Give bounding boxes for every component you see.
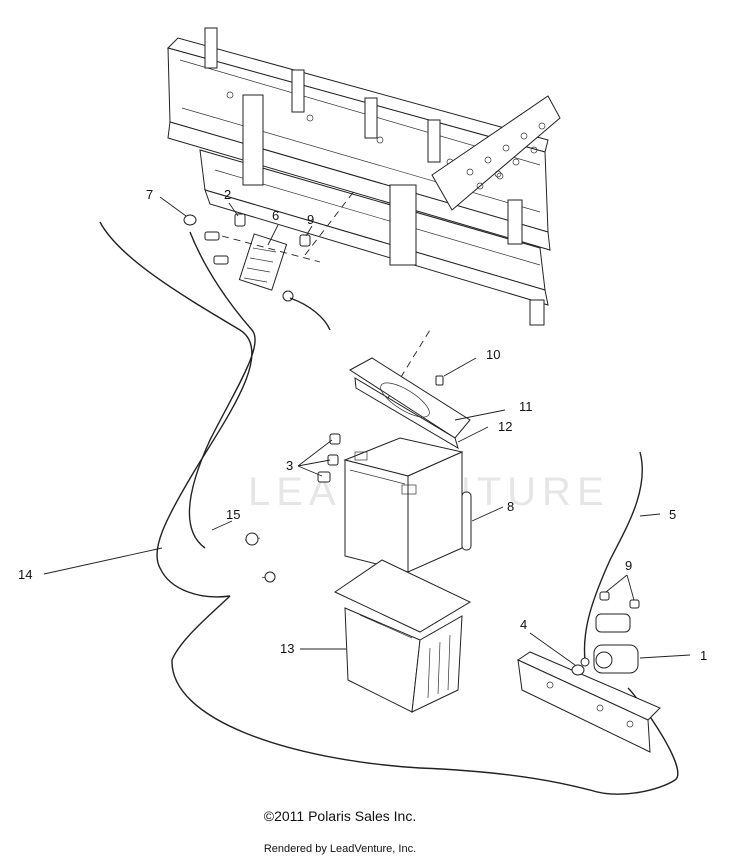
callout-5: 5 [669, 507, 676, 522]
callout-9-lower: 9 [625, 558, 632, 573]
callout-10: 10 [486, 347, 500, 362]
callout-13: 13 [280, 641, 294, 656]
callout-12: 12 [498, 419, 512, 434]
cable-assembly [99, 221, 679, 795]
vent-tube [461, 491, 472, 551]
callout-4: 4 [520, 617, 527, 632]
callout-3: 3 [286, 458, 293, 473]
callout-labels: 1 2 3 4 5 6 7 8 9 9 10 11 12 13 14 15 [18, 187, 707, 663]
solenoid-bracket [516, 591, 661, 753]
callout-14: 14 [18, 567, 32, 582]
leader-lines [43, 196, 691, 666]
battery-box [333, 559, 472, 713]
battery-hold-down [349, 357, 471, 450]
copyright-notice: ©2011 Polaris Sales Inc. [263, 808, 417, 824]
callout-6: 6 [272, 208, 279, 223]
battery [343, 437, 464, 573]
rendered-by-credit: Rendered by LeadVenture, Inc. [263, 843, 417, 855]
callout-15: 15 [226, 507, 240, 522]
hardware-group-3 [317, 433, 341, 483]
callout-11: 11 [519, 399, 533, 414]
callout-7: 7 [146, 187, 153, 202]
callout-1: 1 [700, 648, 707, 663]
callout-9-upper: 9 [307, 212, 314, 227]
callout-2: 2 [224, 187, 231, 202]
frame-assembly [167, 27, 561, 326]
callout-8: 8 [507, 499, 514, 514]
